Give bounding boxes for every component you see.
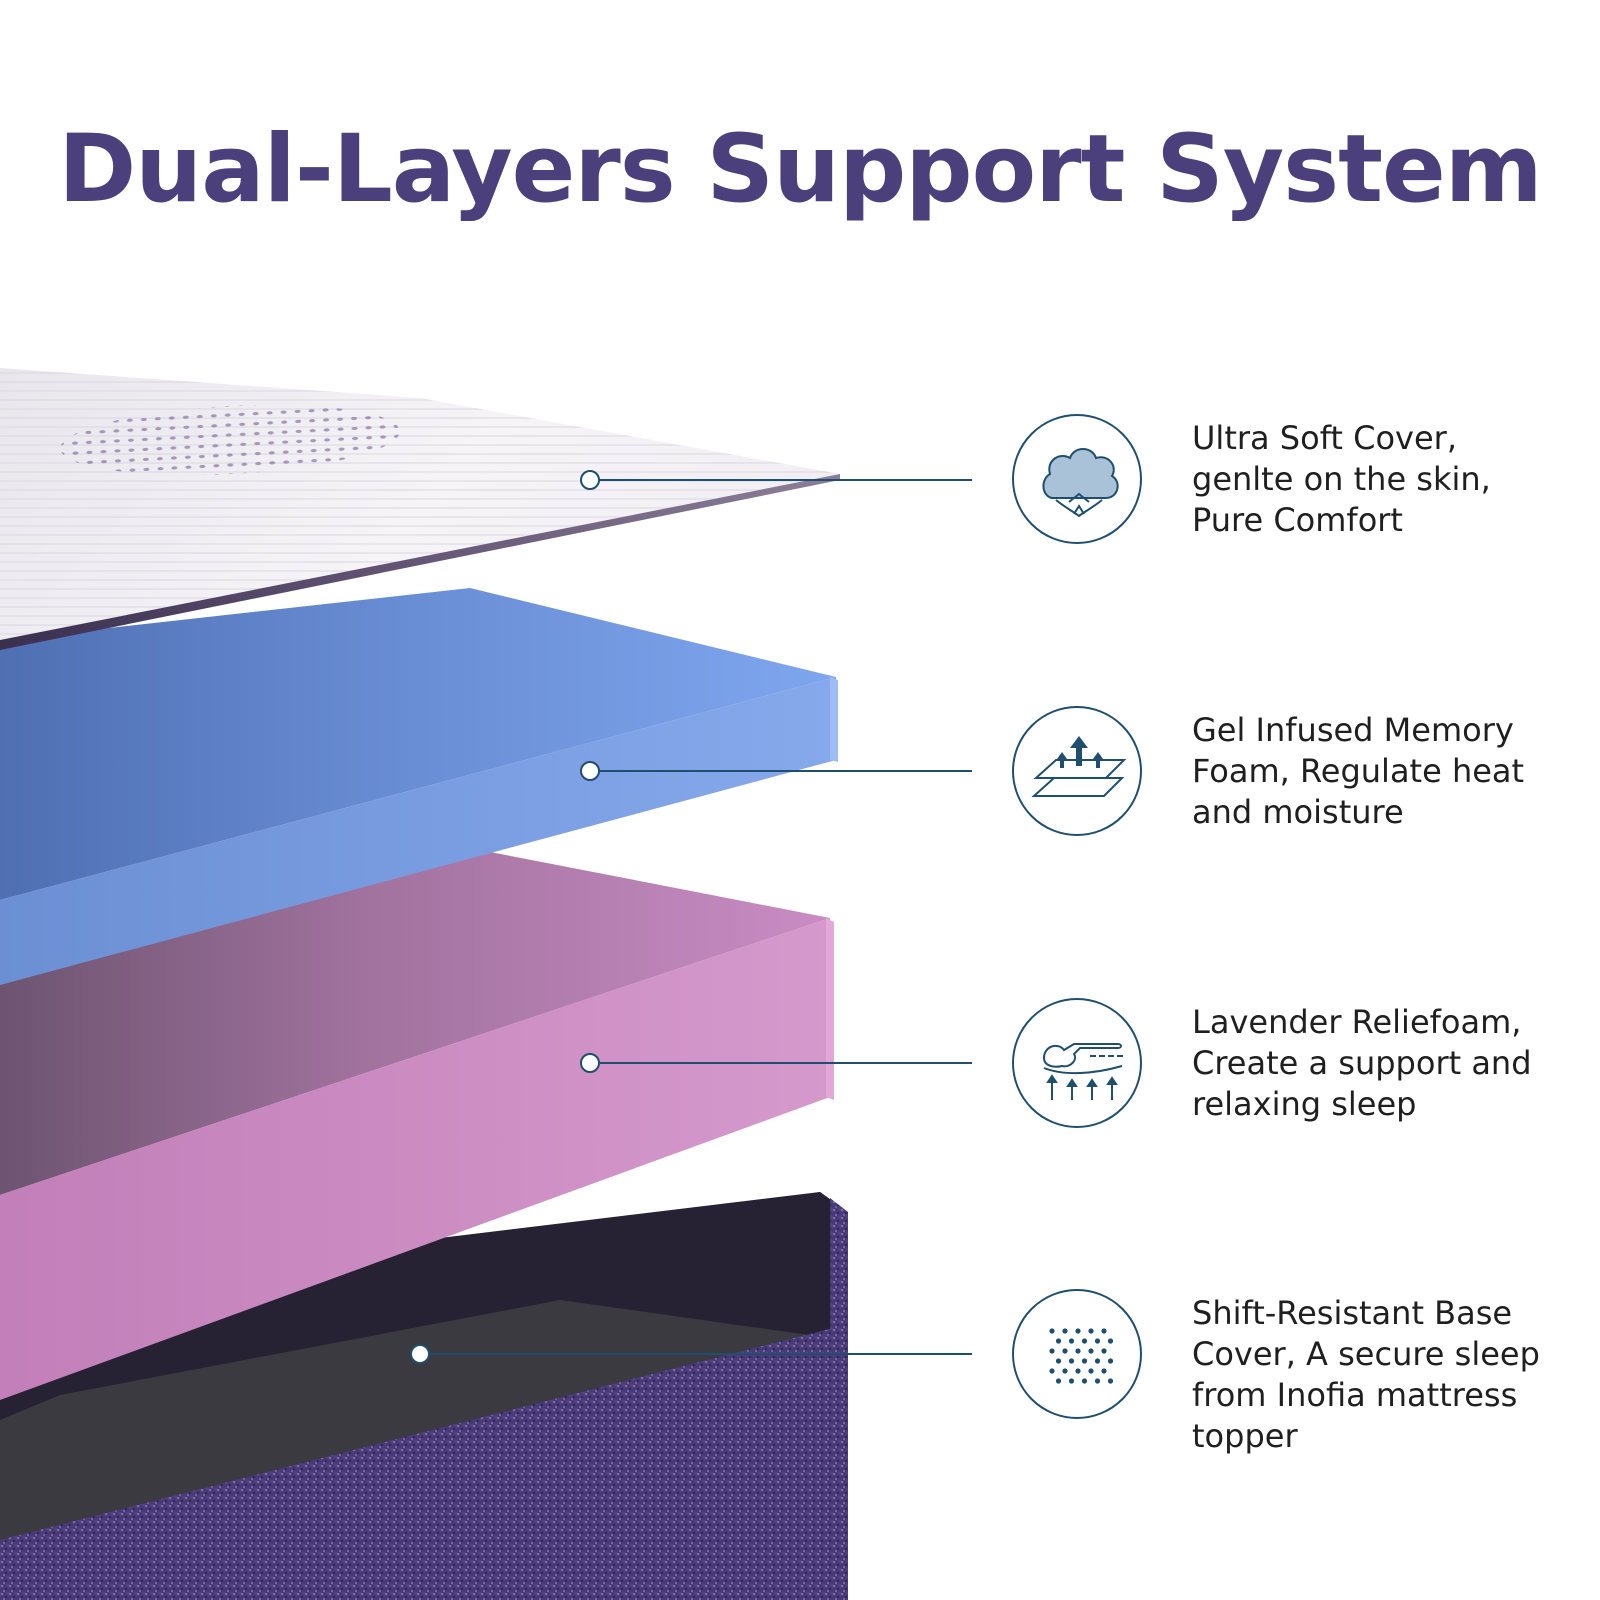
feature-text: Gel Infused Memory Foam, Regulate heat a… <box>1192 711 1525 831</box>
base-cover-layer <box>0 1192 848 1600</box>
dot-grid-icon <box>1012 1289 1142 1419</box>
feature-base-cover: Shift-Resistant Base Cover, A secure sle… <box>1012 1289 1592 1455</box>
head-support-icon <box>1012 998 1142 1128</box>
feature-gel-foam: Gel Infused Memory Foam, Regulate heat a… <box>1012 706 1592 846</box>
feature-text: Lavender Reliefoam, Create a support and… <box>1192 1003 1532 1123</box>
gel-foam-layer <box>0 588 838 985</box>
feature-text: Shift-Resistant Base Cover, A secure sle… <box>1192 1294 1540 1455</box>
cotton-icon <box>1012 414 1142 544</box>
soft-cover-layer <box>0 368 840 650</box>
feature-soft-cover: Ultra Soft Cover, genlte on the skin, Pu… <box>1012 414 1592 554</box>
page-title: Dual-Layers Support System <box>58 115 1542 224</box>
feature-lavender-foam: Lavender Reliefoam, Create a support and… <box>1012 998 1592 1138</box>
feature-text: Ultra Soft Cover, genlte on the skin, Pu… <box>1192 419 1491 539</box>
lavender-foam-layer <box>0 850 834 1400</box>
cooling-layers-icon <box>1012 706 1142 836</box>
leader-lines <box>410 470 972 1364</box>
